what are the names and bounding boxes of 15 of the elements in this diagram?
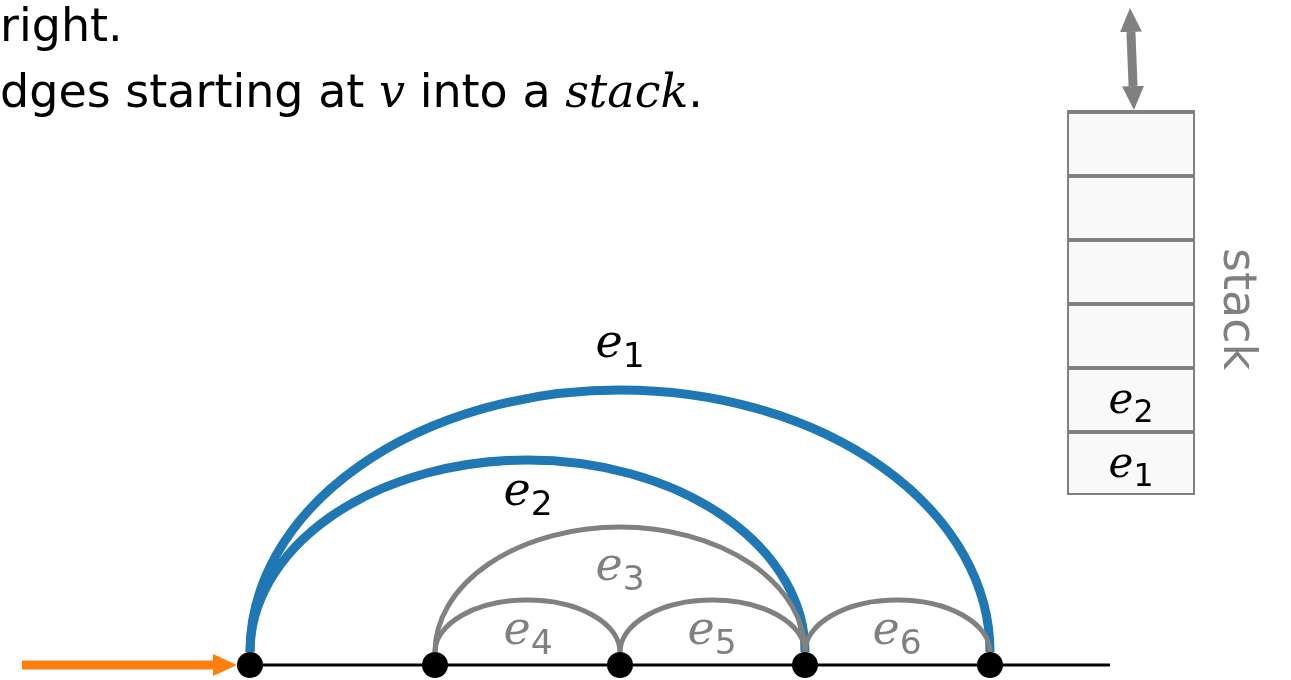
vertex-dot (422, 652, 448, 678)
stack-slot (1069, 432, 1193, 493)
stack-caption: stack (1217, 248, 1263, 371)
slot-label: e$_{2}$ (1107, 374, 1155, 432)
stack-slot (1069, 368, 1193, 432)
slot-label: e$_{1}$ (1107, 438, 1155, 496)
stack-box (1067, 110, 1195, 495)
vertex-dot (977, 652, 1003, 678)
empty-stack-slot (1069, 304, 1193, 368)
vertex-dot (237, 652, 263, 678)
vertex-dot (607, 652, 633, 678)
empty-stack-slot (1069, 176, 1193, 240)
vertex-dot (792, 652, 818, 678)
empty-stack-slot (1069, 240, 1193, 304)
empty-stack-slot (1069, 112, 1193, 176)
